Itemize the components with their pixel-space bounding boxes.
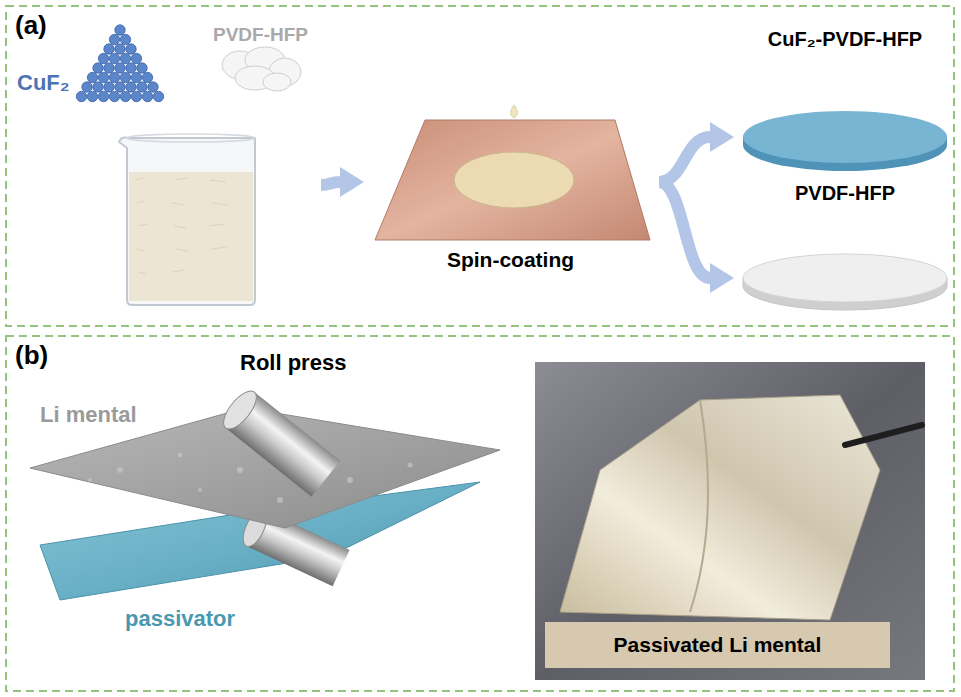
cuf2-particle	[98, 72, 108, 82]
material-name: passivator	[125, 606, 235, 631]
cuf2-particle	[98, 91, 108, 101]
cuf2-particle	[142, 72, 152, 82]
disc-top	[743, 254, 947, 302]
lithium-foil	[560, 395, 880, 620]
cuf2-particle	[126, 82, 136, 92]
cuf2-particle	[82, 82, 92, 92]
film-disc: PVDF-HFP	[738, 178, 952, 316]
beaker-glass	[119, 138, 255, 306]
cuf2-particle	[93, 63, 103, 73]
panel: Passivated Li mental (b)	[5, 335, 955, 692]
film-name: CuF₂-PVDF-HFP	[768, 28, 922, 51]
material-beaker: CuF₂ PVDF-HFP	[15, 20, 315, 310]
cuf2-particle	[120, 53, 130, 63]
disc-top	[743, 111, 947, 163]
polymer-lobe	[263, 73, 291, 91]
tweezer	[845, 425, 922, 445]
film-disc: CuF₂-PVDF-HFP	[738, 22, 952, 172]
solution-drop	[454, 152, 574, 208]
process-arrow	[321, 182, 340, 185]
dashed-panel-border	[6, 336, 954, 691]
roll-press-illustration	[30, 386, 500, 600]
photo-tag: Passivated Li mental	[545, 622, 890, 668]
process-arrow	[659, 137, 710, 182]
cuf2-particle	[153, 91, 163, 101]
photo-caption: Passivated Li mental	[614, 633, 822, 657]
process-arrow	[659, 182, 710, 278]
cuf2-particle	[131, 91, 141, 101]
cuf2-particle	[142, 91, 152, 101]
cuf2-particle	[120, 91, 130, 101]
cuf2-particle	[109, 72, 119, 82]
panel: CuF₂ PVDF-HFP Spin-coating CuF₂-PVDF-HFP PVD…	[5, 5, 955, 327]
photo-background	[535, 362, 925, 680]
cuf2-particle	[115, 82, 125, 92]
dashed-panel-border	[6, 6, 954, 326]
falling-drop	[511, 105, 518, 118]
cuf2-pyramid	[76, 25, 163, 102]
cuf2-particle	[109, 91, 119, 101]
panel-letter: (a)	[15, 11, 47, 41]
film-name: PVDF-HFP	[795, 182, 895, 205]
cuf2-particle	[131, 53, 141, 63]
panel-letter: (b)	[15, 341, 48, 371]
substrate-plate: Spin-coating	[368, 105, 653, 280]
cuf2-particle	[76, 91, 86, 101]
cuf2-particle	[115, 25, 125, 35]
cuf2-particle	[109, 34, 119, 44]
cuf2-particle	[87, 72, 97, 82]
node-outline	[15, 20, 315, 310]
cuf2-particle	[120, 34, 130, 44]
cuf2-particle	[131, 72, 141, 82]
cuf2-particle	[104, 63, 114, 73]
cuf2-particle	[115, 44, 125, 54]
cuf2-particle	[93, 82, 103, 92]
photo-illustration	[535, 362, 925, 680]
beaker-rim	[127, 134, 255, 142]
cuf2-particle	[148, 82, 158, 92]
polymer-blob	[222, 47, 301, 91]
cuf2-particle	[115, 63, 125, 73]
foil-fold	[690, 400, 708, 612]
cuf2-particle	[98, 53, 108, 63]
cuf2-particle	[126, 63, 136, 73]
cuf2-particle	[126, 44, 136, 54]
cuf2-particle	[87, 91, 97, 101]
material-name: Li mental	[40, 402, 137, 427]
equipment-name: Roll press	[240, 350, 346, 375]
cuf2-particle	[137, 82, 147, 92]
lithium-texture	[88, 453, 413, 504]
copper-plate	[375, 120, 650, 240]
material-name: PVDF-HFP	[213, 24, 308, 46]
node-outline	[5, 5, 955, 327]
upper-roller	[218, 386, 340, 497]
cuf2-particle	[104, 44, 114, 54]
cuf2-particle	[104, 82, 114, 92]
cuf2-particle	[109, 53, 119, 63]
cuf2-particle	[120, 72, 130, 82]
step-name: Spin-coating	[447, 248, 574, 272]
material-name: CuF₂	[17, 70, 70, 95]
cuf2-particle	[137, 63, 147, 73]
